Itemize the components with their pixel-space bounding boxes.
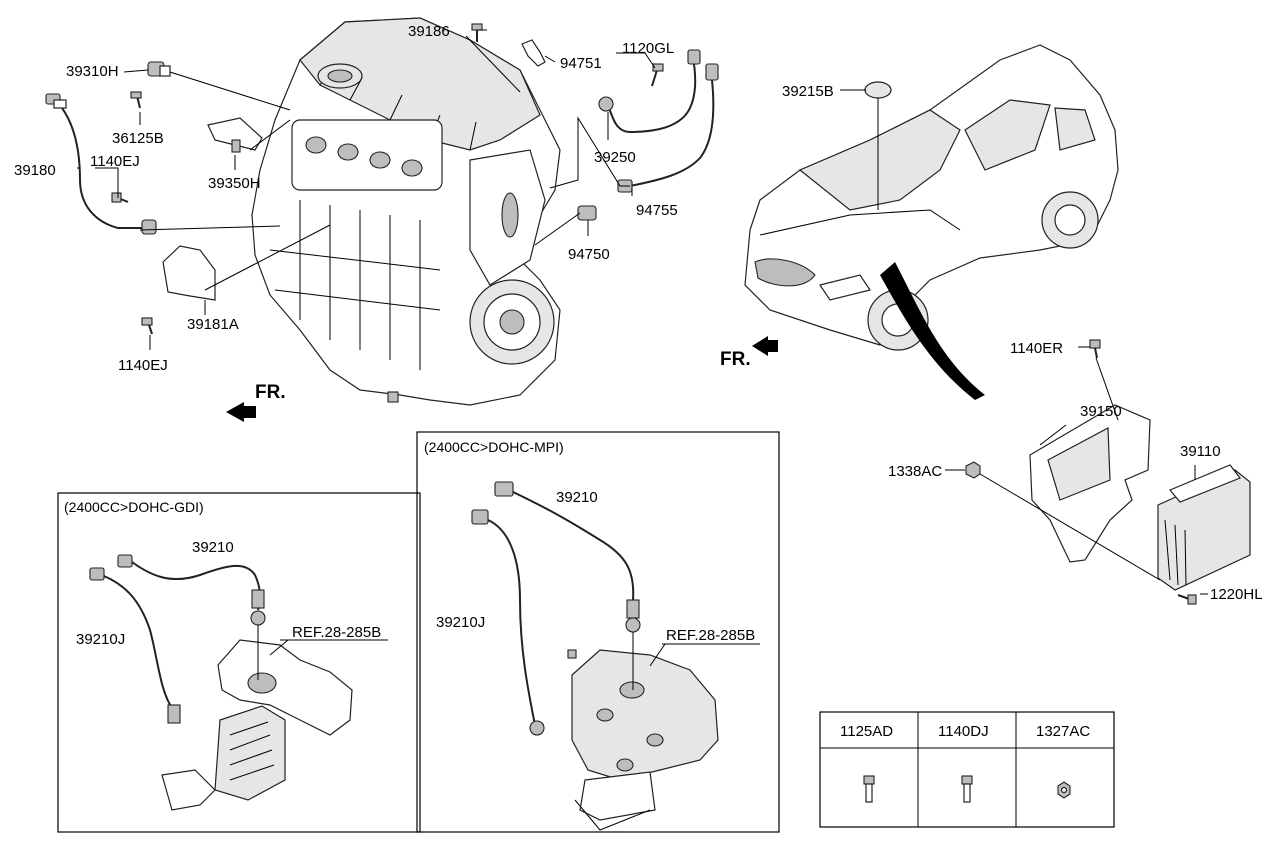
fastener-table xyxy=(819,711,1115,828)
callout-mpi-39210J: 39210J xyxy=(436,614,485,631)
shield-39181A xyxy=(162,245,216,301)
bolt-icon xyxy=(961,775,973,803)
mpi-o2-sensor-39210 xyxy=(494,481,641,633)
bolt-1140ER xyxy=(1089,339,1101,359)
callout-36125B: 36125B xyxy=(112,130,164,147)
callout-1140EJ-lower: 1140EJ xyxy=(118,357,168,374)
callout-39181A: 39181A xyxy=(187,316,239,333)
front-arrow-engine xyxy=(226,402,256,422)
sensor-39250 xyxy=(598,49,701,134)
callout-94751: 94751 xyxy=(560,55,602,72)
callout-1220HL: 1220HL xyxy=(1210,586,1263,603)
gdi-o2-sensor-39210 xyxy=(117,554,266,626)
callout-gdi-39210J: 39210J xyxy=(76,631,125,648)
callout-39310H: 39310H xyxy=(66,63,119,80)
callout-1120GL: 1120GL xyxy=(622,40,674,57)
vehicle-leader-lines xyxy=(945,346,1208,595)
ecu-39110 xyxy=(1157,464,1251,591)
callout-94755: 94755 xyxy=(636,202,678,219)
engine-leader-lines xyxy=(77,29,656,350)
mpi-o2-sensor-39210J xyxy=(471,509,545,736)
bolt-1140EJ-upper xyxy=(111,192,129,203)
mpi-variant-box xyxy=(416,431,780,833)
callout-1140ER: 1140ER xyxy=(1010,340,1063,357)
sensor-39310H xyxy=(147,61,171,77)
callout-39186: 39186 xyxy=(408,23,450,40)
callout-39110: 39110 xyxy=(1180,443,1221,460)
table-header-1327AC: 1327AC xyxy=(1036,723,1090,740)
table-header-1140DJ: 1140DJ xyxy=(938,723,989,740)
callout-39350H: 39350H xyxy=(208,175,261,192)
front-label-engine: FR. xyxy=(255,382,286,403)
gdi-leader-lines xyxy=(257,625,388,680)
mpi-box-title: (2400CC>DOHC-MPI) xyxy=(424,439,564,455)
callout-94750: 94750 xyxy=(568,246,610,263)
bolt-1220HL xyxy=(1177,594,1197,605)
gdi-box-title: (2400CC>DOHC-GDI) xyxy=(64,499,204,515)
callout-39180: 39180 xyxy=(14,162,56,179)
sensor-94750 xyxy=(577,205,597,221)
callout-39215B: 39215B xyxy=(782,83,834,100)
callout-39250: 39250 xyxy=(594,149,636,166)
callout-mpi-ref: REF.28-285B xyxy=(666,627,755,644)
bolt-icon xyxy=(863,775,875,803)
callout-1140EJ-upper: 1140EJ xyxy=(90,153,140,170)
sensor-39180-harness xyxy=(45,93,157,235)
ecu-bracket-39150 xyxy=(1029,404,1151,563)
callout-39150: 39150 xyxy=(1080,403,1122,420)
engine-block-illustration xyxy=(251,17,561,406)
bracket-39350H xyxy=(207,117,263,153)
mpi-leader-lines xyxy=(567,632,760,690)
front-arrow-vehicle xyxy=(752,336,778,356)
bolt-1120GL xyxy=(651,63,664,87)
callout-gdi-39210: 39210 xyxy=(192,539,234,556)
nut-1338AC xyxy=(965,461,981,479)
table-header-1125AD: 1125AD xyxy=(840,723,893,740)
bracket-94751 xyxy=(521,39,546,67)
front-label-vehicle: FR. xyxy=(720,349,751,370)
gdi-variant-box xyxy=(57,492,421,833)
callout-gdi-ref: REF.28-285B xyxy=(292,624,381,641)
callout-1338AC: 1338AC xyxy=(888,463,942,480)
bolt-1140EJ-lower xyxy=(141,317,153,335)
bolt-36125B xyxy=(130,91,142,109)
gdi-o2-sensor-39210J xyxy=(89,567,181,724)
bolt-39186 xyxy=(471,23,483,42)
nut-icon xyxy=(1057,781,1071,799)
sensor-94755-harness xyxy=(617,63,719,193)
callout-mpi-39210: 39210 xyxy=(556,489,598,506)
vehicle-illustration xyxy=(744,44,1119,400)
mpi-exhaust-manifold xyxy=(571,649,719,831)
gdi-exhaust-manifold xyxy=(161,639,353,811)
